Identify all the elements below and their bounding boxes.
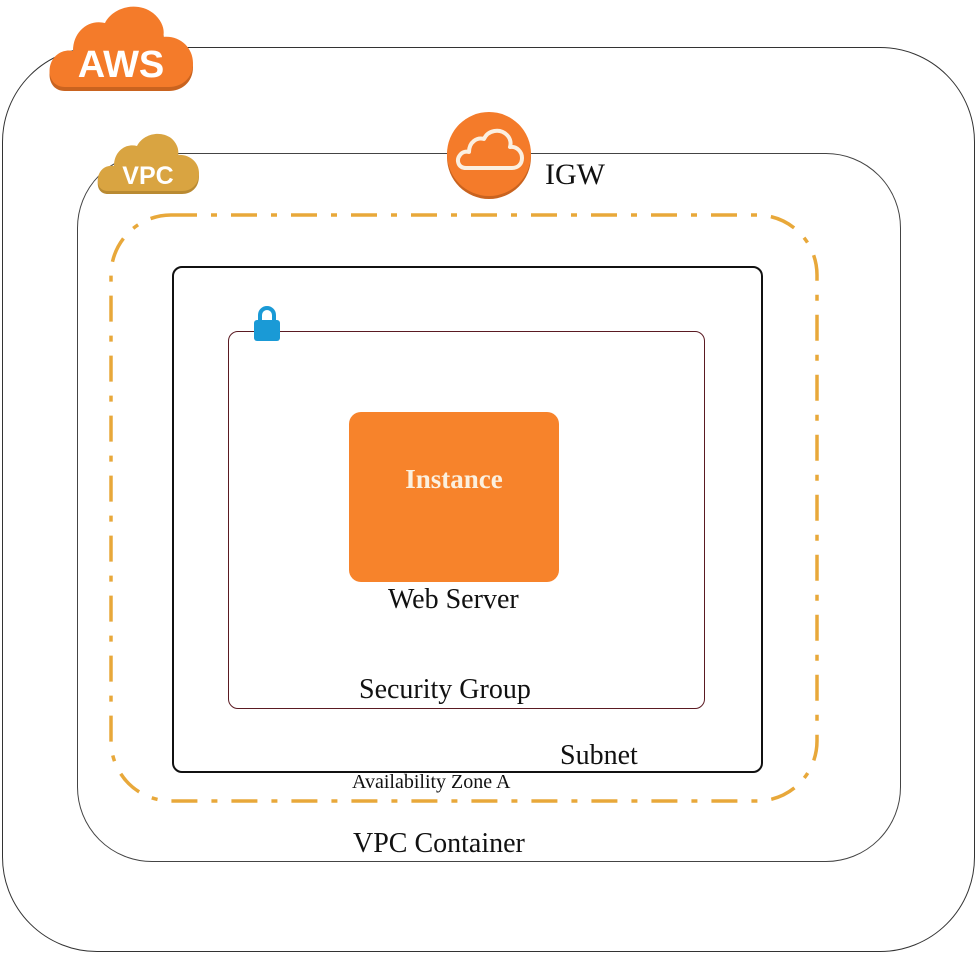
availability-zone-label: Availability Zone A [352,771,511,793]
instance-label: Instance [405,464,503,494]
security-group-label: Security Group [359,674,531,705]
aws-cloud-boundary [2,47,975,952]
vpc-cloud-icon: VPC [97,133,199,194]
aws-cloud-icon: AWS [49,6,193,92]
vpc-container-label: VPC Container [353,828,525,859]
security-group-box [228,331,705,709]
instance-box[interactable] [349,412,559,582]
igw-label: IGW [545,158,605,191]
aws-cloud-label: AWS [78,44,165,86]
subnet-box [172,266,763,773]
internet-gateway-icon[interactable] [446,110,532,200]
vpc-cloud-label: VPC [122,162,173,190]
web-server-label: Web Server [388,584,519,615]
subnet-label: Subnet [560,740,638,771]
lock-icon [254,306,280,341]
